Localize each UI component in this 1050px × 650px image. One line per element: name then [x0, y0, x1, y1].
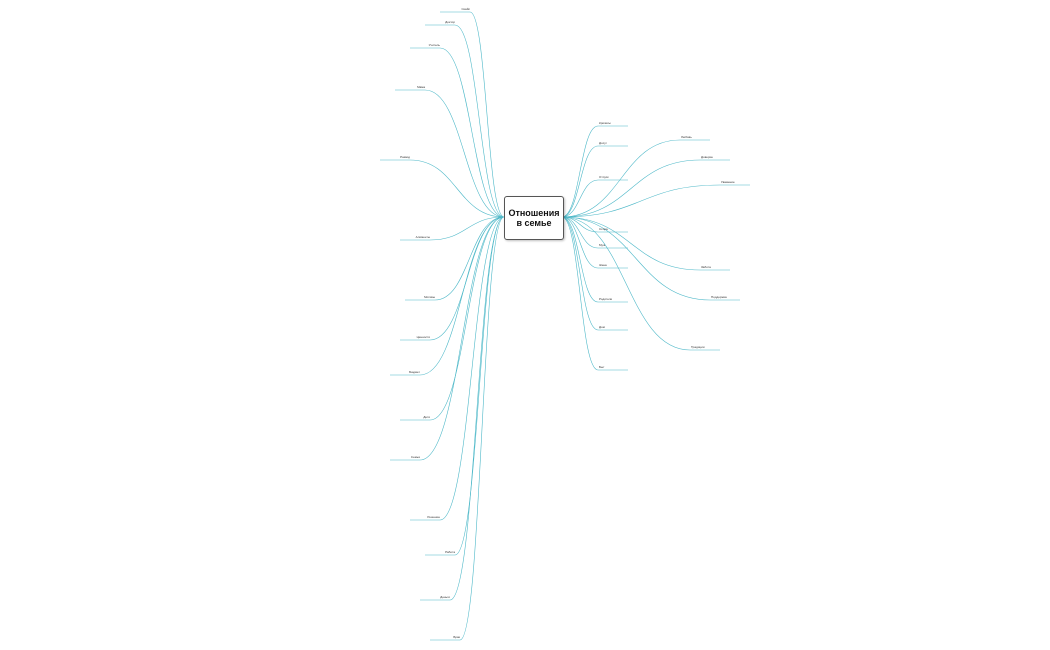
node-n24[interactable]: Быт	[599, 365, 605, 369]
mindmap-edge	[454, 24, 505, 218]
mindmap-edge	[561, 216, 599, 331]
node-n3[interactable]: Учитель	[428, 43, 440, 47]
node-n14[interactable]: Деньги	[440, 595, 450, 599]
node-n27[interactable]: Уважение	[721, 180, 735, 184]
root-node[interactable]: Отношения в семье	[504, 196, 564, 240]
mindmap-edge	[561, 125, 599, 218]
node-n28[interactable]: Забота	[701, 265, 711, 269]
mindmap-edge	[449, 216, 505, 601]
node-n6[interactable]: Алименты	[415, 235, 430, 239]
node-n20[interactable]: Муж	[599, 243, 606, 247]
node-n8[interactable]: Ценности	[416, 335, 430, 339]
mindmap-edge	[561, 216, 599, 371]
mindmap-edge	[424, 89, 505, 218]
node-n25[interactable]: Любовь	[681, 135, 692, 139]
node-n23[interactable]: Дом	[599, 325, 605, 329]
node-n16[interactable]: Кризисы	[599, 121, 611, 125]
mindmap-edge	[561, 145, 599, 218]
node-n19[interactable]: Ссора	[599, 227, 608, 231]
node-n26[interactable]: Доверие	[701, 155, 713, 159]
mindmap-edge	[419, 216, 505, 376]
mindmap-edge	[561, 139, 681, 218]
mindmap-edge	[434, 216, 505, 301]
mindmap-edge	[561, 159, 701, 218]
root-title: Отношения в семье	[508, 208, 560, 228]
node-n17[interactable]: Досуг	[599, 141, 607, 145]
node-n11[interactable]: Семья	[410, 455, 420, 459]
mindmap-edge	[561, 216, 691, 351]
mindmap-edge	[459, 216, 505, 641]
mindmap-edge	[561, 216, 599, 269]
mindmap-edge	[561, 216, 599, 303]
mindmap-edge	[561, 216, 701, 271]
node-n30[interactable]: Традиции	[691, 345, 705, 349]
node-n10[interactable]: Дети	[423, 415, 430, 419]
mindmap-edge	[561, 184, 721, 218]
mindmap-edge	[409, 159, 505, 218]
mindmap-edge	[439, 47, 505, 218]
mindmap-edge	[429, 216, 505, 241]
node-n2[interactable]: Доктор	[445, 20, 455, 24]
node-n1[interactable]: Скайп	[461, 7, 470, 11]
mindmap-edge	[429, 216, 505, 421]
node-n9[interactable]: Бюджет	[409, 370, 420, 374]
node-n15[interactable]: Брак	[453, 635, 460, 639]
node-n5[interactable]: Развод	[400, 155, 410, 159]
node-n18[interactable]: Отпуск	[599, 175, 609, 179]
node-n29[interactable]: Поддержка	[711, 295, 727, 299]
mindmap-edge	[561, 216, 711, 301]
node-n22[interactable]: Родители	[599, 297, 613, 301]
mindmap-edge	[454, 216, 505, 556]
mindmap-edge	[469, 11, 505, 218]
node-n21[interactable]: Жена	[599, 263, 607, 267]
node-n13[interactable]: Работа	[445, 550, 455, 554]
node-n4[interactable]: Мама	[417, 85, 425, 89]
mindmap-edge	[419, 216, 505, 461]
mindmap-edge	[439, 216, 505, 521]
node-n12[interactable]: Решение	[427, 515, 440, 519]
node-n7[interactable]: Мотивы	[424, 295, 435, 299]
mindmap-edge	[561, 179, 599, 218]
